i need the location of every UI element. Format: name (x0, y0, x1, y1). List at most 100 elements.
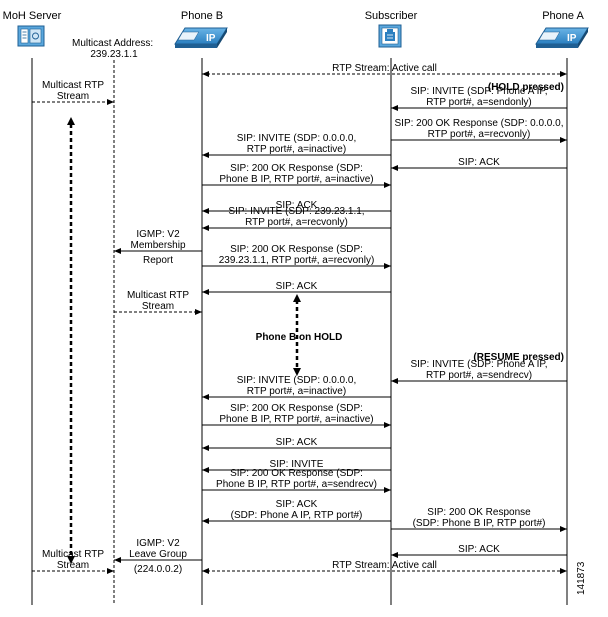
message-label: SIP: ACK (276, 281, 318, 292)
message-label: SIP: INVITE (SDP: Phone A IP,RTP port#, … (410, 359, 547, 381)
message: SIP: 200 OK Response (SDP:Phone B IP, RT… (202, 468, 391, 493)
message-label-line: Multicast RTP (42, 549, 104, 560)
message-label-line: Membership (130, 240, 185, 251)
message-label-line: SIP: 200 OK Response (SDP: (230, 468, 363, 479)
message-label: SIP: INVITE (SDP: 0.0.0.0,RTP port#, a=i… (237, 133, 357, 155)
message-label: SIP: 200 OK Response (SDP:Phone B IP, RT… (216, 468, 377, 490)
message-label: SIP: INVITE (SDP: 239.23.1.1,RTP port#, … (228, 206, 364, 228)
message-label-line: SIP: ACK (276, 437, 318, 448)
multicast-address-line: 239.23.1.1 (90, 49, 138, 60)
message-label-line: RTP Stream: Active call (332, 560, 437, 571)
participant-label-phone-a: Phone A (542, 10, 584, 22)
message-label-line: (224.0.0.2) (134, 564, 182, 575)
server-icon (17, 25, 45, 47)
message-label-line: SIP: INVITE (270, 459, 324, 470)
message: SIP: ACK(SDP: Phone A IP, RTP port#) (202, 499, 391, 524)
note-phone-b-on-hold: Phone B on HOLD (256, 332, 343, 343)
message-label-line: SIP: INVITE (SDP: Phone A IP, (410, 86, 547, 97)
message-label-line: SIP: ACK (276, 499, 318, 510)
message-label-line: Phone B IP, RTP port#, a=inactive) (219, 414, 373, 425)
message-label: RTP Stream: Active call (332, 63, 437, 74)
hold-duration-arrow-down (293, 368, 301, 376)
message: SIP: INVITE (SDP: 239.23.1.1,RTP port#, … (202, 206, 391, 231)
message-label: SIP: ACK(SDP: Phone A IP, RTP port#) (231, 499, 363, 521)
message-label-line: Multicast RTP (42, 80, 104, 91)
message-label: SIP: 200 OK Response (SDP:239.23.1.1, RT… (219, 244, 375, 266)
message: SIP: ACK (391, 544, 567, 558)
message-label-line: SIP: 200 OK Response (SDP: (230, 163, 363, 174)
message-label-line: SIP: 200 OK Response (427, 507, 531, 518)
message: SIP: INVITE (SDP: Phone A IP,RTP port#, … (391, 359, 567, 384)
message-label-line: Leave Group (129, 549, 187, 560)
message-label-line: SIP: ACK (458, 544, 500, 555)
message-label-line: SIP: 200 OK Response (SDP: (230, 403, 363, 414)
message-label-line: RTP port#, a=recvonly) (245, 217, 348, 228)
moh-streaming-bar-arrow-up (67, 117, 75, 125)
phone-a-ip-text: IP (567, 33, 577, 44)
message: SIP: ACK (202, 200, 391, 214)
message-label: SIP: INVITE (SDP: 0.0.0.0,RTP port#, a=i… (237, 375, 357, 397)
message-label-line: (SDP: Phone B IP, RTP port#) (413, 518, 546, 529)
message: RTP Stream: Active call (202, 560, 567, 574)
message: SIP: INVITE (SDP: Phone A IP,RTP port#, … (391, 86, 567, 111)
message-label-line: 239.23.1.1, RTP port#, a=recvonly) (219, 255, 375, 266)
message-label-line: SIP: INVITE (SDP: 0.0.0.0, (237, 375, 357, 386)
message-label-line: IGMP: V2 (136, 538, 180, 549)
message-label-line: SIP: ACK (276, 281, 318, 292)
message-label-line: SIP: 200 OK Response (SDP: 0.0.0.0, (395, 118, 564, 129)
message-label-line: Stream (57, 91, 89, 102)
figure-id: 141873 (576, 561, 587, 595)
message: RTP Stream: Active call (202, 63, 567, 77)
message-label-line: (SDP: Phone A IP, RTP port#) (231, 510, 363, 521)
message: SIP: INVITE (202, 459, 391, 473)
message-label-line: Report (143, 255, 173, 266)
message: SIP: INVITE (SDP: 0.0.0.0,RTP port#, a=i… (202, 375, 391, 400)
hold-duration-arrow-up (293, 294, 301, 302)
message-label-line: SIP: ACK (276, 200, 318, 211)
message-label-line: IGMP: V2 (136, 229, 180, 240)
message-label-line: Stream (57, 560, 89, 571)
message-label: SIP: INVITE (SDP: Phone A IP,RTP port#, … (410, 86, 547, 108)
ip-phone-icon: IP (535, 27, 589, 48)
message: SIP: 200 OK Response (SDP: 0.0.0.0,RTP p… (391, 118, 567, 143)
message: SIP: 200 OK Response (SDP:Phone B IP, RT… (202, 403, 391, 428)
message-label-line: Multicast RTP (127, 290, 189, 301)
phone-b-ip-text: IP (206, 33, 216, 44)
message-label: SIP: 200 OK Response (SDP: 0.0.0.0,RTP p… (395, 118, 564, 140)
message: SIP: 200 OK Response (SDP:Phone B IP, RT… (202, 163, 391, 188)
message-label-line: RTP port#, a=sendonly) (426, 97, 532, 108)
message: SIP: ACK (202, 281, 391, 295)
call-manager-icon (378, 24, 402, 48)
message: SIP: ACK (391, 157, 567, 171)
message-label-line: Phone B IP, RTP port#, a=inactive) (219, 174, 373, 185)
message-label: SIP: 200 OK Response (SDP:Phone B IP, RT… (219, 403, 373, 425)
message-label-line: SIP: INVITE (SDP: Phone A IP, (410, 359, 547, 370)
message: SIP: 200 OK Response (SDP:239.23.1.1, RT… (202, 244, 391, 269)
participant-label-subscriber: Subscriber (365, 10, 418, 22)
message-label: SIP: INVITE (270, 459, 324, 470)
message-label-line: SIP: INVITE (SDP: 239.23.1.1, (228, 206, 364, 217)
message-label-line: SIP: ACK (458, 157, 500, 168)
message-label-line: RTP port#, a=inactive) (247, 144, 346, 155)
message-label: SIP: ACK (276, 200, 318, 211)
message-label-line: RTP port#, a=sendrecv) (426, 370, 532, 381)
message: SIP: INVITE (SDP: 0.0.0.0,RTP port#, a=i… (202, 133, 391, 158)
message-label: SIP: 200 OK Response(SDP: Phone B IP, RT… (413, 507, 546, 529)
message-label: SIP: 200 OK Response (SDP:Phone B IP, RT… (219, 163, 373, 185)
message-label-line: RTP Stream: Active call (332, 63, 437, 74)
message-label: SIP: ACK (276, 437, 318, 448)
ip-phone-icon: IP (174, 27, 228, 48)
message-label: SIP: ACK (458, 544, 500, 555)
message: SIP: 200 OK Response(SDP: Phone B IP, RT… (391, 507, 567, 532)
participant-label-phone-b: Phone B (181, 10, 223, 22)
